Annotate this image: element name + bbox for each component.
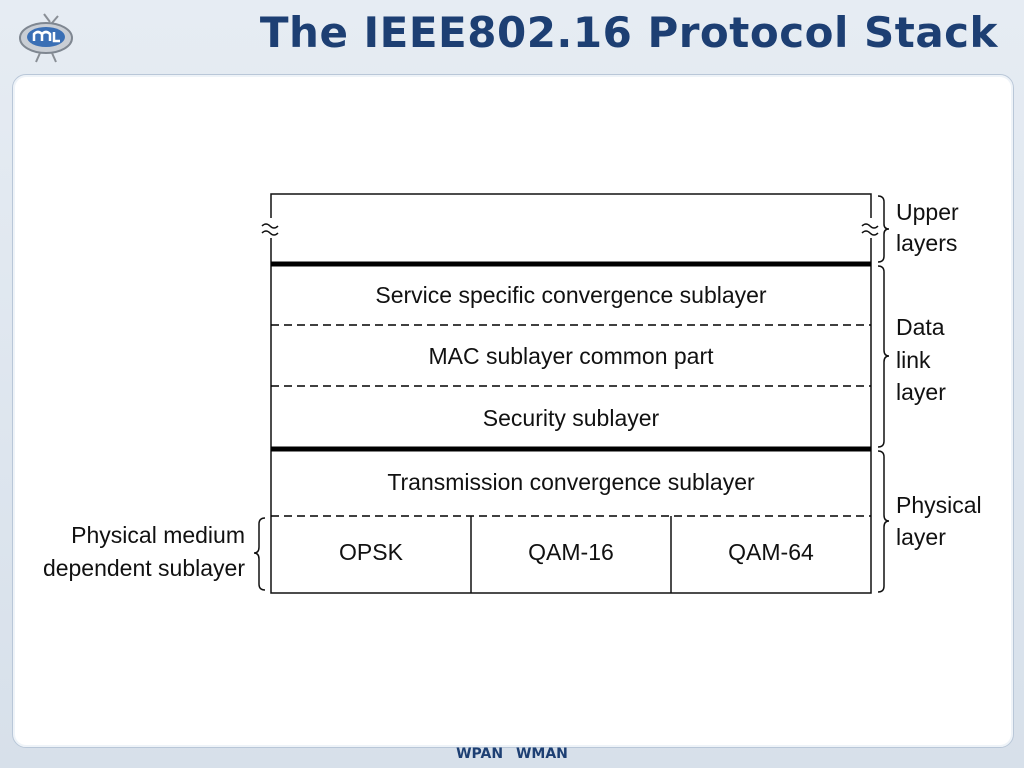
label-link: link — [896, 347, 931, 373]
modulation-opsk: OPSK — [339, 539, 404, 565]
modulation-qam16: QAM-16 — [528, 539, 614, 565]
brace-upper-layers — [877, 195, 890, 263]
modulation-qam64: QAM-64 — [728, 539, 814, 565]
footer: WPAN WMAN — [0, 746, 1024, 762]
stack-outer-box — [270, 193, 872, 594]
label-physical-layer: layer — [896, 524, 946, 550]
label-layer: layer — [896, 379, 946, 405]
brace-physical-layer — [877, 450, 890, 593]
brace-pmd-sublayer — [253, 517, 266, 591]
label-dependent-sublayer: dependent sublayer — [43, 555, 245, 581]
label-physical-medium: Physical medium — [71, 522, 245, 548]
label-data: Data — [896, 314, 945, 340]
label-physical: Physical — [896, 492, 982, 518]
sublayer-security: Security sublayer — [483, 405, 660, 431]
break-symbol-right — [860, 218, 882, 238]
break-symbol-left — [258, 218, 280, 238]
brace-data-link-layer — [877, 265, 890, 448]
footer-wpan: WPAN — [456, 746, 504, 762]
sublayer-service-specific: Service specific convergence sublayer — [375, 282, 767, 308]
content-panel — [12, 74, 1014, 748]
slide-title: The IEEE802.16 Protocol Stack — [259, 8, 998, 57]
sublayer-mac-common: MAC sublayer common part — [428, 343, 714, 369]
sublayer-transmission-convergence: Transmission convergence sublayer — [387, 469, 755, 495]
footer-wman: WMAN — [515, 746, 568, 762]
label-upper: Upper — [896, 199, 959, 225]
label-layers: layers — [896, 230, 957, 256]
logo-icon — [19, 13, 73, 63]
